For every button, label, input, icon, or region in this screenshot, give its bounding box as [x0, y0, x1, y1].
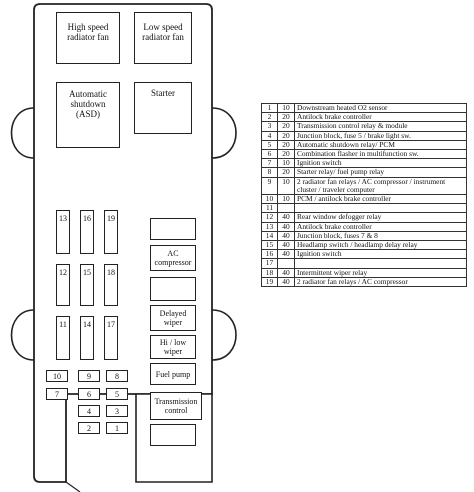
legend-fuse-number: 9 [261, 176, 278, 196]
fuse-2: 2 [78, 422, 100, 434]
fuse-4: 4 [78, 405, 100, 417]
legend-description: Combination flasher in multifunction sw. [294, 149, 467, 160]
relay-transmission-control: Transmission control [150, 392, 202, 420]
legend-amperage: 20 [277, 121, 295, 132]
legend-fuse-number: 3 [261, 121, 278, 132]
fuse-19: 19 [104, 210, 118, 254]
legend-amperage: 40 [277, 276, 295, 288]
legend-amperage: 10 [277, 176, 295, 196]
relay-unlabeled-1 [150, 218, 196, 240]
relay-starter: Starter [134, 82, 192, 134]
relay-label: Automatic shutdown (ASD) [69, 89, 107, 119]
legend-amperage: 40 [277, 212, 295, 223]
relay-ac-compressor: AC compressor [150, 245, 196, 271]
legend-description [294, 258, 467, 269]
relay-low-speed-radiator-fan: Low speed radiator fan [134, 12, 192, 64]
fuse-10: 10 [46, 370, 68, 382]
legend-description: Junction block, fuse 5 / brake light sw. [294, 130, 467, 141]
relay-label: Low speed radiator fan [142, 22, 184, 42]
fuse-11: 11 [56, 316, 70, 360]
legend-amperage: 40 [277, 249, 295, 260]
legend-description: Ignition switch [294, 249, 467, 260]
fuse-12: 12 [56, 264, 70, 306]
legend-fuse-number: 17 [261, 258, 278, 269]
fuse-16: 16 [80, 210, 94, 254]
relay-delayed-wiper: Delayed wiper [150, 305, 196, 331]
legend-row: 17 [261, 258, 467, 269]
legend-amperage: 20 [277, 130, 295, 141]
fuse-6: 6 [78, 388, 100, 400]
fuse-5: 5 [106, 388, 128, 400]
legend-amperage: 20 [277, 167, 295, 178]
relay-unlabeled-2 [150, 277, 196, 301]
legend-fuse-number: 4 [261, 130, 278, 141]
fuse-7: 7 [46, 388, 68, 400]
relay-fuel-pump: Fuel pump [150, 363, 196, 385]
legend-description: Intermittent wiper relay [294, 267, 467, 278]
legend-description: 2 radiator fan relays / AC compressor / … [294, 176, 467, 196]
legend-fuse-number: 12 [261, 212, 278, 223]
legend-amperage: 40 [277, 221, 295, 232]
fuse-1: 1 [106, 422, 128, 434]
fuse-17: 17 [104, 316, 118, 360]
fuse-15: 15 [80, 264, 94, 306]
legend-description: Rear window defogger relay [294, 212, 467, 223]
legend-amperage: 10 [277, 194, 295, 205]
fuse-13: 13 [56, 210, 70, 254]
legend-description: Transmission control relay & module [294, 121, 467, 132]
relay-hi-low-wiper: Hi / low wiper [150, 335, 196, 359]
legend-fuse-number: 18 [261, 267, 278, 278]
fuse-8: 8 [106, 370, 128, 382]
relay-unlabeled-3 [150, 424, 196, 446]
relay-label: Starter [151, 88, 175, 98]
legend-description: PCM / antilock brake controller [294, 194, 467, 205]
fuse-18: 18 [104, 264, 118, 306]
legend-description: Headlamp switch / headlamp delay relay [294, 240, 467, 251]
relay-high-speed-radiator-fan: High speed radiator fan [56, 12, 120, 64]
fuse-9: 9 [78, 370, 100, 382]
legend-description: 2 radiator fan relays / AC compressor [294, 276, 467, 288]
legend-amperage: 40 [277, 267, 295, 278]
legend-description: Downstream heated O2 sensor [294, 102, 467, 114]
legend-fuse-number: 8 [261, 167, 278, 178]
legend-description: Antilock brake controller [294, 221, 467, 232]
relay-automatic-shutdown: Automatic shutdown (ASD) [56, 82, 120, 148]
fuse-3: 3 [106, 405, 128, 417]
legend-fuse-number: 13 [261, 221, 278, 232]
legend-description: Starter relay/ fuel pump relay [294, 167, 467, 178]
fuse-14: 14 [80, 316, 94, 360]
relay-label: High speed radiator fan [67, 22, 109, 42]
legend-amperage [277, 258, 295, 269]
legend-fuse-number: 19 [261, 276, 278, 288]
